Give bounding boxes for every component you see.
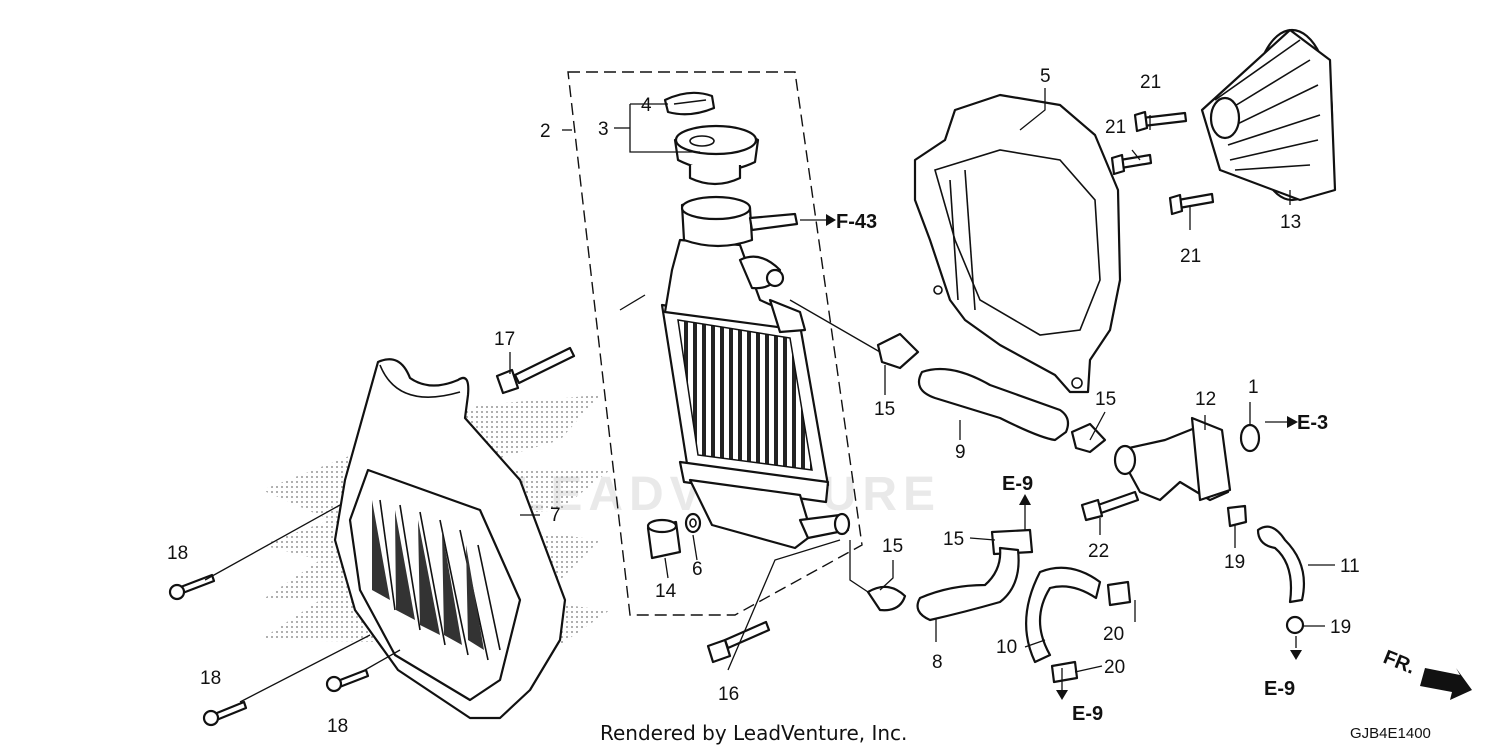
fan-shroud (913, 93, 1122, 394)
callout-9: 9 (955, 442, 966, 463)
hose-11 (1256, 525, 1306, 604)
callout-19b: 19 (1330, 617, 1351, 638)
callout-4: 4 (641, 95, 652, 116)
drain-bolt-14 (646, 518, 682, 560)
clips-20 (1050, 580, 1132, 684)
callout-22: 22 (1088, 541, 1109, 562)
ref-e9-top: E-9 (1002, 473, 1033, 495)
radiator-assembly-bracket (567, 71, 863, 616)
radiator (660, 195, 851, 550)
callout-15d: 15 (882, 536, 903, 557)
radiator-cover (333, 358, 567, 720)
bolt-16 (706, 620, 771, 664)
callout-20a: 20 (1103, 624, 1124, 645)
clips-19 (1226, 504, 1305, 635)
callout-11: 11 (1340, 556, 1360, 577)
direction-label: FR. (1380, 646, 1418, 678)
callout-6: 6 (692, 559, 703, 580)
callout-12: 12 (1195, 389, 1216, 410)
washer-6 (684, 512, 702, 534)
callout-21c: 21 (1180, 246, 1201, 267)
thermostat-housing-12 (1113, 416, 1232, 502)
callout-8: 8 (932, 652, 943, 673)
callout-16: 16 (718, 684, 739, 705)
cooling-fan (1200, 28, 1337, 202)
callout-13: 13 (1280, 212, 1301, 233)
footer-credit: Rendered by LeadVenture, Inc. (600, 721, 907, 745)
callout-15a: 15 (874, 399, 895, 420)
callout-labels: 1 2 3 4 5 6 7 8 9 10 11 12 13 14 15 15 1… (167, 66, 1360, 737)
callout-18b: 18 (200, 668, 221, 689)
callout-2: 2 (540, 121, 551, 142)
bolt-22 (1080, 490, 1140, 522)
callout-15b: 15 (1095, 389, 1116, 410)
hose-9 (917, 367, 1070, 442)
front-direction-arrow (1420, 668, 1472, 700)
callout-15c: 15 (943, 529, 964, 550)
radiator-cap (673, 124, 760, 186)
bolts-21 (1110, 110, 1215, 216)
callout-18a: 18 (167, 543, 188, 564)
hose-8 (916, 546, 1020, 622)
ref-e9-bottom: E-9 (1072, 703, 1103, 725)
callout-19a: 19 (1224, 552, 1245, 573)
callout-5: 5 (1040, 66, 1051, 87)
callout-18c: 18 (327, 716, 348, 737)
callout-1: 1 (1248, 377, 1259, 398)
hose-10 (1025, 566, 1102, 664)
callout-10: 10 (996, 637, 1017, 658)
ref-e3: E-3 (1297, 412, 1328, 434)
leader-lines (204, 88, 1335, 703)
callout-7: 7 (550, 505, 561, 526)
ref-e9-right: E-9 (1264, 678, 1295, 700)
clamps-15 (866, 332, 1107, 612)
diagram-code: GJB4E1400 (1350, 725, 1431, 742)
callout-21a: 21 (1140, 72, 1161, 93)
callout-3: 3 (598, 119, 609, 140)
callout-17: 17 (494, 329, 515, 350)
callout-21b: 21 (1105, 117, 1126, 138)
ref-f43: F-43 (836, 211, 877, 233)
o-ring-1 (1239, 423, 1261, 453)
callout-20b: 20 (1104, 657, 1125, 678)
cap-seal (663, 91, 716, 116)
callout-14: 14 (655, 581, 677, 602)
bolt-17 (495, 346, 576, 395)
